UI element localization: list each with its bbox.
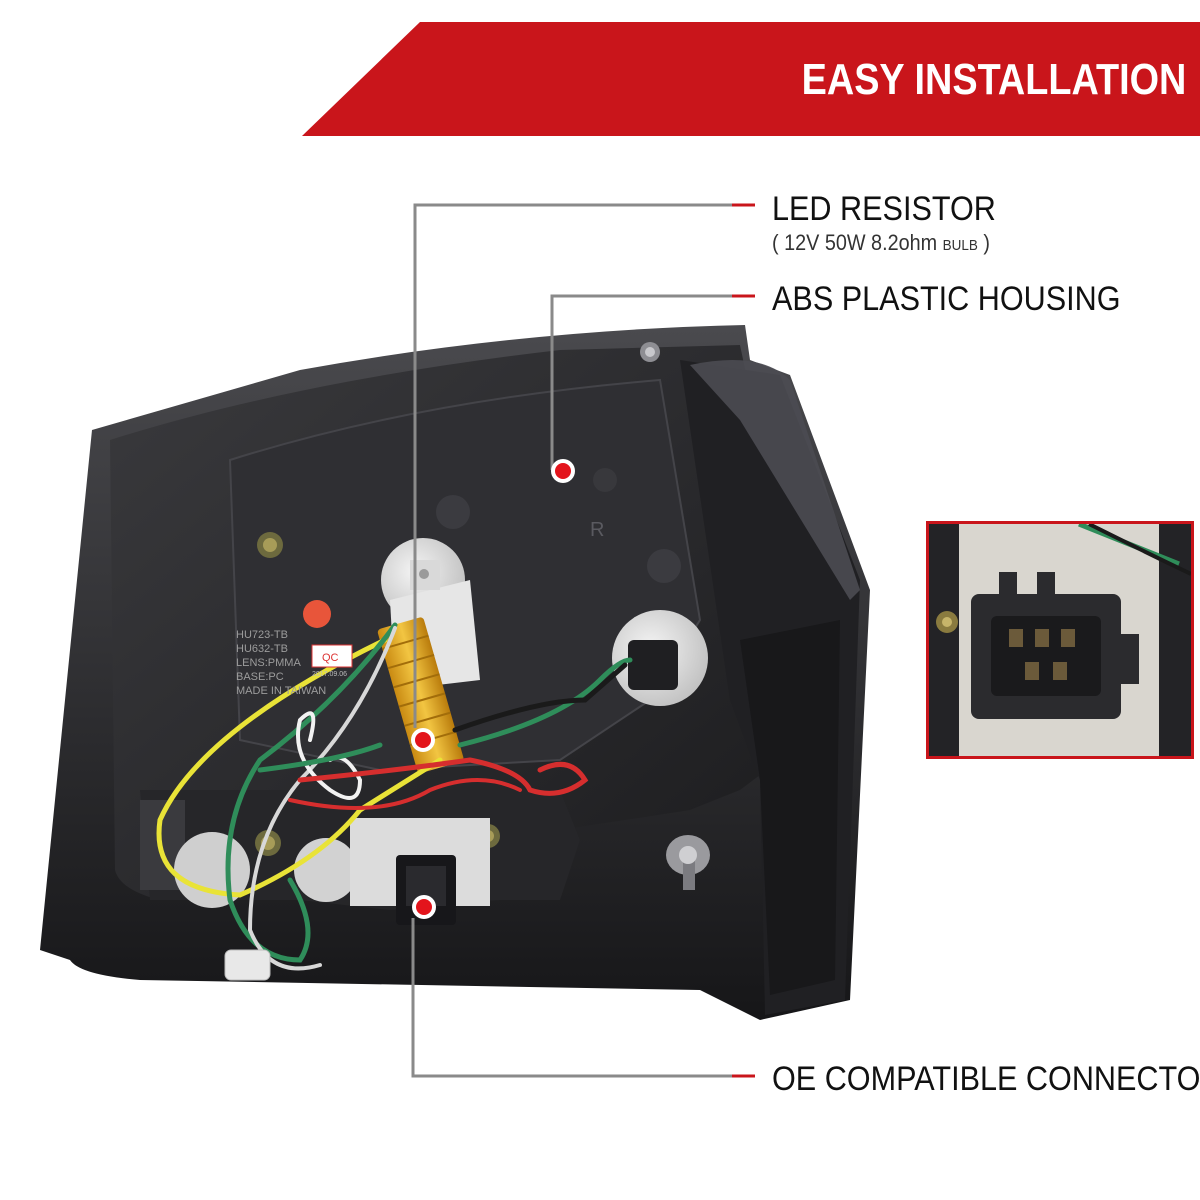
housing-label-4: BASE:PC: [236, 671, 284, 683]
leader-tips: [732, 203, 755, 1078]
connector-closeup-inset: [926, 521, 1194, 759]
spec-close: ): [977, 230, 990, 255]
marker-housing: [551, 459, 575, 483]
housing-label-1: HU723-TB: [236, 629, 288, 641]
qc-date: 2017.09.06: [312, 671, 347, 678]
spec-open: (: [772, 230, 785, 255]
wiring-harness: [156, 622, 633, 981]
qc-text: QC: [322, 652, 339, 664]
qc-sticker: QC 2017.09.06: [311, 644, 353, 678]
connector-closeup-image: [929, 524, 1191, 756]
bulb-socket-lower: [612, 610, 708, 706]
leader-connector: [411, 918, 732, 1078]
screw-left: [257, 532, 283, 558]
leader-resistor: [413, 203, 732, 728]
callout-led-resistor: LED RESISTOR ( 12V 50W 8.2ohm BULB ): [772, 192, 996, 254]
housing-label-5: MADE IN TAIWAN: [236, 685, 326, 697]
bulb-socket-upper: [381, 538, 480, 690]
spec-values: 12V 50W 8.2ohm: [784, 230, 938, 255]
callout-led-resistor-title: LED RESISTOR: [772, 190, 996, 228]
leader-housing: [550, 294, 732, 470]
bumps: [436, 468, 681, 583]
housing-label-3: LENS:PMMA: [236, 657, 301, 669]
mounting-stud-right: [666, 835, 710, 890]
connector-assembly: [350, 818, 490, 925]
callout-connector-title: OE COMPATIBLE CONNECTOR: [772, 1060, 1200, 1098]
marker-dots: [411, 459, 575, 919]
callout-housing-title: ABS PLASTIC HOUSING: [772, 280, 1121, 318]
callout-connector: OE COMPATIBLE CONNECTOR: [772, 1062, 1200, 1096]
housing-mark-r: R: [590, 519, 604, 541]
callout-abs-housing: ABS PLASTIC HOUSING: [772, 282, 1121, 316]
spec-unit: BULB: [942, 237, 978, 254]
callout-led-resistor-spec: ( 12V 50W 8.2ohm BULB ): [772, 232, 996, 254]
marker-connector: [412, 895, 436, 919]
screw-top: [640, 342, 660, 362]
housing-label-2: HU632-TB: [236, 643, 288, 655]
marker-resistor: [411, 728, 435, 752]
banner-shape: [302, 22, 1200, 136]
leader-lines: [411, 203, 732, 1078]
banner-title: EASY INSTALLATION: [801, 55, 1186, 104]
